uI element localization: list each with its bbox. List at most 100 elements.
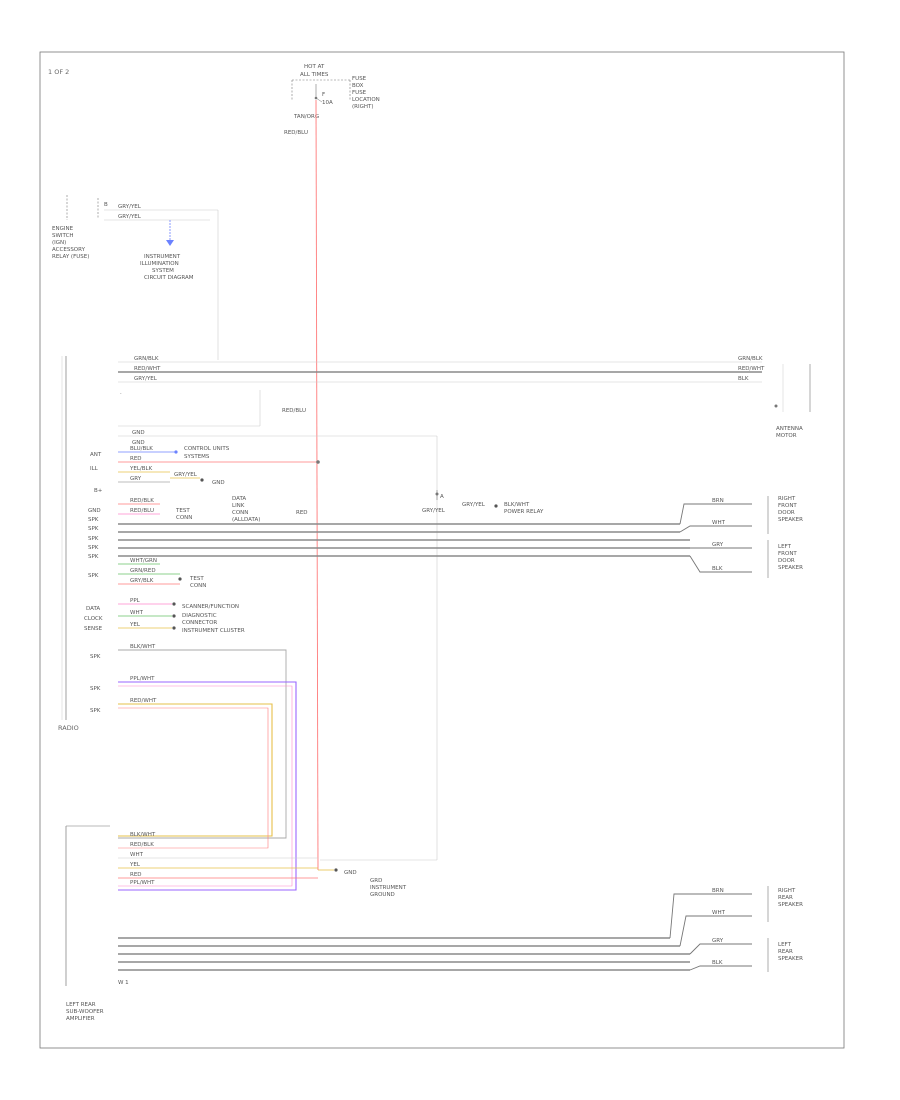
svg-text:INSTRUMENT: INSTRUMENT xyxy=(370,885,407,891)
data-bus-wires: PPL WHT YEL SCANNER/FUNCTION DIAGNOSTIC … xyxy=(118,598,245,634)
rear-speaker-bundle: BRN WHT GRY BLK RIGHT REAR SPEAKER LEFT … xyxy=(118,886,803,972)
svg-text:SPK: SPK xyxy=(90,708,101,714)
svg-text:DOOR: DOOR xyxy=(778,510,795,516)
svg-text:PPL/WHT: PPL/WHT xyxy=(130,676,155,682)
svg-text:SUB-WOOFER: SUB-WOOFER xyxy=(66,1009,104,1015)
svg-text:RIGHT: RIGHT xyxy=(778,496,796,502)
svg-text:10A: 10A xyxy=(322,100,333,106)
svg-text:ANT: ANT xyxy=(90,452,102,458)
svg-text:GRY/YEL: GRY/YEL xyxy=(118,204,142,210)
svg-text:(RIGHT): (RIGHT) xyxy=(352,104,374,110)
svg-text:GND: GND xyxy=(344,870,357,876)
svg-text:BLK/WHT: BLK/WHT xyxy=(504,502,530,508)
svg-text:SPK: SPK xyxy=(88,536,99,542)
svg-text:GRY/YEL: GRY/YEL xyxy=(134,376,158,382)
footer-label: W 1 xyxy=(118,980,129,986)
svg-text:CLOCK: CLOCK xyxy=(84,616,103,622)
svg-text:GRN/RED: GRN/RED xyxy=(130,568,156,574)
svg-text:RIGHT: RIGHT xyxy=(778,888,796,894)
svg-text:BLK: BLK xyxy=(712,960,723,966)
svg-text:SPEAKER: SPEAKER xyxy=(778,956,803,962)
svg-text:RED/WHT: RED/WHT xyxy=(134,366,161,372)
svg-text:GRY/YEL: GRY/YEL xyxy=(174,472,198,478)
svg-text:REAR: REAR xyxy=(778,895,793,901)
svg-text:POWER RELAY: POWER RELAY xyxy=(504,509,544,515)
radio-to-amplifier-wires: BLK/WHT PPL/WHT RED/WHT xyxy=(118,644,297,891)
svg-text:SCANNER/FUNCTION: SCANNER/FUNCTION xyxy=(182,604,239,610)
svg-text:SPK: SPK xyxy=(88,517,99,523)
svg-text:DATA: DATA xyxy=(86,606,100,612)
svg-text:SPEAKER: SPEAKER xyxy=(778,902,803,908)
svg-text:CIRCUIT DIAGRAM: CIRCUIT DIAGRAM xyxy=(144,275,194,281)
svg-text:.: . xyxy=(120,390,122,396)
svg-text:WHT: WHT xyxy=(130,852,144,858)
svg-text:GRN/BLK: GRN/BLK xyxy=(134,356,159,362)
svg-text:DIAGNOSTIC: DIAGNOSTIC xyxy=(182,613,217,619)
svg-text:SPEAKER: SPEAKER xyxy=(778,565,803,571)
svg-text:LINK: LINK xyxy=(232,503,245,509)
svg-text:WHT: WHT xyxy=(712,520,726,526)
red-power-feed-wire xyxy=(315,99,319,871)
svg-text:ILLUMINATION: ILLUMINATION xyxy=(140,261,179,267)
svg-text:GROUND: GROUND xyxy=(370,892,395,898)
svg-text:DATA: DATA xyxy=(232,496,246,502)
svg-text:MOTOR: MOTOR xyxy=(776,433,797,439)
svg-text:RED: RED xyxy=(130,456,142,462)
svg-text:GND: GND xyxy=(88,508,101,514)
svg-text:WHT: WHT xyxy=(130,610,144,616)
svg-text:GRN/BLK: GRN/BLK xyxy=(738,356,763,362)
svg-text:RELAY (FUSE): RELAY (FUSE) xyxy=(52,254,89,260)
svg-text:BLK/WHT: BLK/WHT xyxy=(130,832,156,838)
svg-text:BRN: BRN xyxy=(712,888,724,894)
svg-text:YEL: YEL xyxy=(129,862,141,868)
svg-text:FRONT: FRONT xyxy=(778,503,797,509)
svg-text:RED/BLU: RED/BLU xyxy=(282,408,306,414)
svg-text:SPK: SPK xyxy=(90,654,101,660)
svg-text:TEST: TEST xyxy=(189,576,204,582)
subwoofer-amplifier: LEFT REAR SUB-WOOFER AMPLIFIER BLK/WHT R… xyxy=(65,825,437,1022)
svg-text:INSTRUMENT: INSTRUMENT xyxy=(144,254,181,260)
svg-text:SPEAKER: SPEAKER xyxy=(778,517,803,523)
svg-text:PPL/WHT: PPL/WHT xyxy=(130,880,155,886)
svg-text:(IGN): (IGN) xyxy=(52,240,66,246)
svg-text:AMPLIFIER: AMPLIFIER xyxy=(66,1016,95,1022)
svg-text:RED/BLK: RED/BLK xyxy=(130,842,154,848)
svg-text:GND: GND xyxy=(212,480,225,486)
svg-text:CONN: CONN xyxy=(176,515,192,521)
svg-text:ANTENNA: ANTENNA xyxy=(776,426,803,432)
svg-text:TEST: TEST xyxy=(175,508,190,514)
radio-unit: RADIO ANT ILL B+ GND SPK SPK SPK SPK SPK… xyxy=(58,356,103,732)
svg-text:ALL TIMES: ALL TIMES xyxy=(300,72,329,78)
svg-text:CONN: CONN xyxy=(232,510,248,516)
svg-text:BLK/WHT: BLK/WHT xyxy=(130,644,156,650)
svg-text:FRONT: FRONT xyxy=(778,551,797,557)
svg-text:YEL: YEL xyxy=(129,622,141,628)
svg-text:SPK: SPK xyxy=(88,554,99,560)
svg-text:RED: RED xyxy=(296,510,308,516)
speaker-wire-bundle: RED/BLK RED/BLU TEST CONN DATA LINK CONN… xyxy=(118,496,690,589)
svg-text:CONN: CONN xyxy=(190,583,206,589)
page-frame xyxy=(39,51,845,1049)
svg-text:BLK: BLK xyxy=(738,376,749,382)
svg-text:SWITCH: SWITCH xyxy=(52,233,74,239)
svg-text:BLK: BLK xyxy=(712,566,723,572)
svg-text:SPK: SPK xyxy=(88,545,99,551)
svg-text:BOX: BOX xyxy=(352,83,364,89)
svg-text:WHT: WHT xyxy=(712,910,726,916)
svg-text:REAR: REAR xyxy=(778,949,793,955)
svg-text:LEFT: LEFT xyxy=(778,942,792,948)
svg-text:RED/WHT: RED/WHT xyxy=(130,698,157,704)
svg-text:GND: GND xyxy=(132,440,145,446)
svg-text:TAN/ORG: TAN/ORG xyxy=(293,114,319,120)
svg-text:ENGINE: ENGINE xyxy=(52,226,74,232)
svg-text:FUSE: FUSE xyxy=(352,76,367,82)
svg-text:(ALLDATA): (ALLDATA) xyxy=(232,517,260,523)
front-speaker-branches: BRN WHT GRY BLK RIGHT FRONT DOOR SPEAKER… xyxy=(679,496,803,578)
antenna-wires: GRN/BLK RED/WHT GRY/YEL GRN/BLK RED/WHT … xyxy=(118,356,811,860)
svg-text:CONTROL UNITS: CONTROL UNITS xyxy=(184,446,230,452)
svg-text:RED/BLU: RED/BLU xyxy=(284,130,308,136)
svg-text:GRY: GRY xyxy=(712,938,724,944)
corner-label: 1 OF 2 xyxy=(48,68,69,76)
svg-text:YEL/BLK: YEL/BLK xyxy=(129,466,153,472)
